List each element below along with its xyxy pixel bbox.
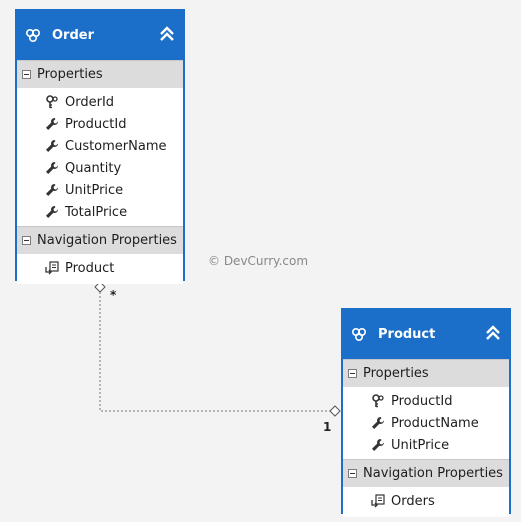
- section-label: Navigation Properties: [363, 466, 503, 481]
- property-item[interactable]: UnitPrice: [17, 179, 183, 201]
- section-label: Navigation Properties: [37, 233, 177, 248]
- property-name: OrderId: [65, 94, 115, 110]
- property-item[interactable]: ProductId: [343, 390, 509, 412]
- property-name: TotalPrice: [65, 204, 128, 220]
- property-item[interactable]: Quantity: [17, 157, 183, 179]
- product-entity-title: Product: [378, 326, 436, 342]
- collapse-section-icon[interactable]: [348, 469, 357, 478]
- watermark: © DevCurry.com: [208, 254, 309, 268]
- association-end-product: [329, 405, 341, 417]
- order-entity[interactable]: Order Properties OrderId ProductId Custo…: [15, 9, 185, 284]
- property-item[interactable]: CustomerName: [17, 135, 183, 157]
- property-name: ProductName: [391, 415, 479, 431]
- wrench-icon: [46, 162, 58, 174]
- wrench-icon: [46, 140, 58, 152]
- property-name: UnitPrice: [65, 182, 124, 198]
- section-label: Properties: [363, 366, 429, 381]
- navigation-item[interactable]: Orders: [343, 490, 509, 512]
- wrench-icon: [372, 439, 384, 451]
- wrench-icon: [46, 206, 58, 218]
- properties-section-header[interactable]: Properties: [17, 60, 183, 88]
- wrench-icon: [46, 184, 58, 196]
- property-name: CustomerName: [65, 138, 167, 154]
- section-label: Properties: [37, 67, 103, 82]
- navigation-name: Product: [65, 260, 115, 276]
- collapse-icon[interactable]: [483, 323, 503, 343]
- product-entity-header[interactable]: Product: [342, 309, 510, 359]
- product-entity[interactable]: Product Properties ProductId ProductName…: [341, 308, 511, 517]
- property-item[interactable]: UnitPrice: [343, 434, 509, 456]
- property-item[interactable]: ProductName: [343, 412, 509, 434]
- wrench-icon: [372, 417, 384, 429]
- property-name: ProductId: [65, 116, 127, 132]
- nav-property-icon: [371, 494, 385, 508]
- property-item[interactable]: TotalPrice: [17, 201, 183, 223]
- property-name: Quantity: [65, 160, 122, 176]
- wrench-icon: [46, 118, 58, 130]
- multiplicity-one: 1: [323, 420, 332, 434]
- collapse-section-icon[interactable]: [22, 70, 31, 79]
- navigation-item[interactable]: Product: [17, 257, 183, 279]
- navigation-name: Orders: [391, 493, 435, 509]
- property-item[interactable]: ProductId: [17, 113, 183, 135]
- collapse-section-icon[interactable]: [22, 236, 31, 245]
- key-icon: [372, 394, 384, 408]
- property-name: ProductId: [391, 393, 453, 409]
- properties-section-header[interactable]: Properties: [343, 359, 509, 387]
- association-end-order: [94, 281, 106, 293]
- entity-icon: [24, 26, 42, 44]
- collapse-section-icon[interactable]: [348, 369, 357, 378]
- order-entity-header[interactable]: Order: [16, 10, 184, 60]
- entity-icon: [350, 325, 368, 343]
- collapse-icon[interactable]: [157, 24, 177, 44]
- navigation-section-header[interactable]: Navigation Properties: [17, 226, 183, 254]
- navigation-section-header[interactable]: Navigation Properties: [343, 459, 509, 487]
- multiplicity-many: *: [110, 288, 117, 302]
- nav-property-icon: [45, 261, 59, 275]
- key-icon: [46, 95, 58, 109]
- property-name: UnitPrice: [391, 437, 450, 453]
- order-entity-title: Order: [52, 27, 94, 43]
- property-item[interactable]: OrderId: [17, 91, 183, 113]
